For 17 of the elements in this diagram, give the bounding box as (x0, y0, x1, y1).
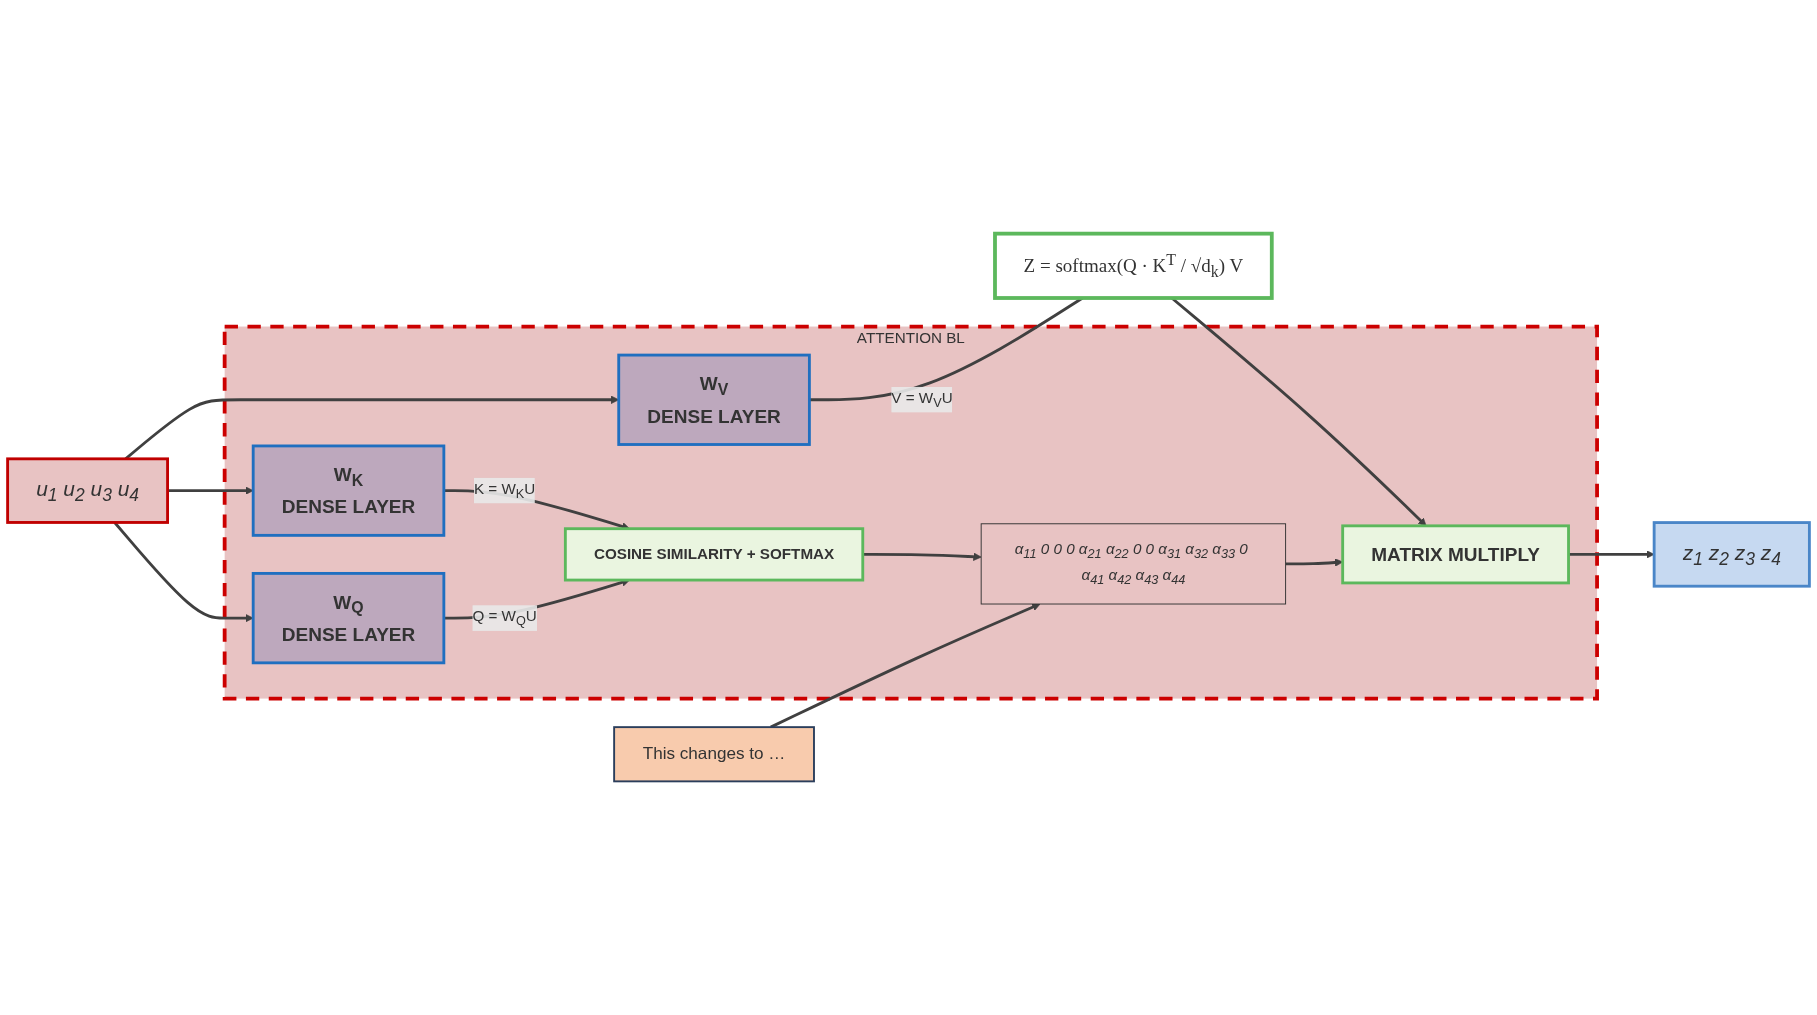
node-box: This changes to … (613, 726, 815, 783)
node-box: W$_{K}$ DENSE LAYER (251, 444, 446, 537)
node-box: COSINE SIMILARITY + SOFTMAX (563, 527, 865, 582)
node-box: α$_{11}$ 0 0 0 α$_{21}$ α$_{22}$ 0 0 α$_{31}$ α$_{32}$ α$_{33}$ 0 α$_{41}$ α$_{42}$ α$_{43}$ α$_{44}$ (980, 523, 1287, 605)
node-box: W$_{Q}$ DENSE LAYER (251, 572, 446, 665)
node-box: W$_{V}$ DENSE LAYER (617, 353, 811, 446)
node-box: Z = softmax(Q · K$^{T}$ / √d$_{k}$) V (993, 231, 1274, 300)
arrow (862, 552, 982, 561)
node-box: z$_{1}$ z$_{2}$ z$_{3}$ z$_{4}$ (1652, 521, 1811, 588)
edge-label: Q = W$_{Q}$U (472, 608, 537, 629)
node-box: u$_{1}$ u$_{2}$ u$_{3}$ u$_{4}$ (6, 457, 169, 524)
edge-label: K = W$_{K}$U (473, 480, 536, 501)
arrow (167, 486, 254, 495)
arrow (770, 603, 1041, 729)
arrow (1568, 550, 1655, 559)
edge-label: V = W$_{V}$U (891, 389, 953, 410)
node-box: MATRIX MULTIPLY (1341, 524, 1570, 585)
